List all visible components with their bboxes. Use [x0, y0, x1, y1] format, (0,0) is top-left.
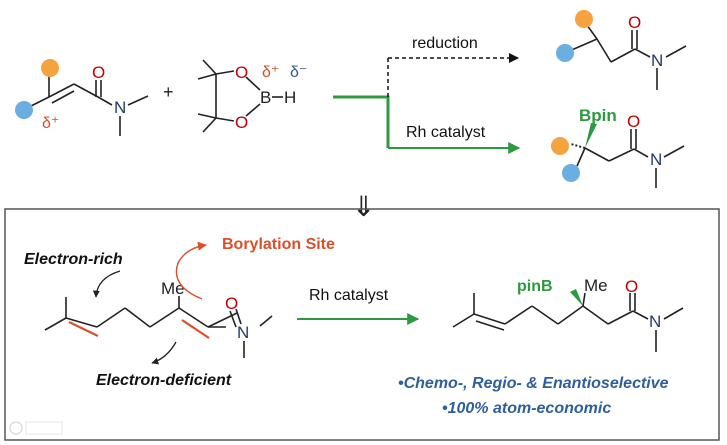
- orange-substituent-icon: [41, 59, 59, 77]
- reactant-delta-plus: δ⁺: [42, 115, 59, 132]
- substrate-me-label: Me: [161, 279, 185, 298]
- geranyl-substrate: [44, 296, 273, 358]
- pinb-hydrogen: H: [284, 88, 296, 107]
- bpin-product-oxygen: O: [627, 112, 640, 131]
- bpin-product: [570, 129, 685, 188]
- reduction-product-nitrogen: N: [651, 51, 663, 70]
- electron-rich-alkene: [68, 321, 99, 337]
- substrate-nitrogen: N: [237, 323, 249, 342]
- reactant-enamide: [26, 72, 149, 136]
- blue-substituent-icon: [556, 44, 574, 62]
- borylation-site-curved-arrow: [175, 241, 207, 300]
- atom-economy-bullet: •100% atom-economic: [442, 400, 611, 417]
- reactant-amide-nitrogen: N: [114, 98, 126, 117]
- orange-substituent-icon: [575, 10, 593, 28]
- blue-substituent-icon: [15, 101, 33, 119]
- product-nitrogen: N: [649, 312, 661, 331]
- rh-catalyst-label-top: Rh catalyst: [406, 124, 486, 141]
- product-pinb-label: pinB: [517, 278, 553, 295]
- blue-substituent-icon: [562, 164, 580, 182]
- bpin-label: Bpin: [579, 106, 617, 125]
- bpin-product-nitrogen: N: [650, 150, 662, 169]
- retrosynthetic-down-arrow: ⇓: [352, 191, 375, 222]
- orange-substituent-icon: [551, 137, 569, 155]
- reduction-label: reduction: [412, 35, 478, 52]
- pinb-oxygen-top: O: [235, 63, 248, 82]
- product-wedge-bond: [570, 289, 583, 306]
- reduction-product-oxygen: O: [628, 13, 641, 32]
- borylated-product: [452, 292, 684, 352]
- reactant-carbonyl-oxygen: O: [92, 63, 105, 82]
- watermark-logo-icon: [9, 421, 63, 435]
- wedge-bond: [585, 123, 597, 148]
- electron-deficient-alkene: [181, 319, 210, 339]
- product-me-label: Me: [584, 276, 608, 295]
- box-rh-catalyst-label: Rh catalyst: [309, 287, 389, 304]
- example-box: [4, 208, 720, 441]
- selectivity-bullet: •Chemo-, Regio- & Enantioselective: [398, 375, 669, 392]
- reduction-product: [566, 20, 687, 90]
- borylation-site-label: Borylation Site: [222, 236, 335, 253]
- substrate-oxygen: O: [225, 294, 238, 313]
- green-reaction-bracket: [333, 95, 390, 148]
- electron-deficient-label: Electron-deficient: [96, 372, 232, 389]
- pinb-oxygen-bottom: O: [235, 113, 248, 132]
- electron-rich-curved-arrow: [92, 270, 121, 298]
- electron-deficient-curved-arrow: [151, 341, 177, 365]
- plus-sign: +: [163, 82, 174, 102]
- pinacolborane: [197, 59, 283, 133]
- electron-rich-label: Electron-rich: [24, 251, 123, 268]
- pinb-delta-plus: δ⁺: [262, 64, 279, 81]
- product-oxygen: O: [625, 277, 638, 296]
- pinb-boron: B: [260, 88, 271, 107]
- pinb-delta-minus: δ⁻: [290, 64, 307, 81]
